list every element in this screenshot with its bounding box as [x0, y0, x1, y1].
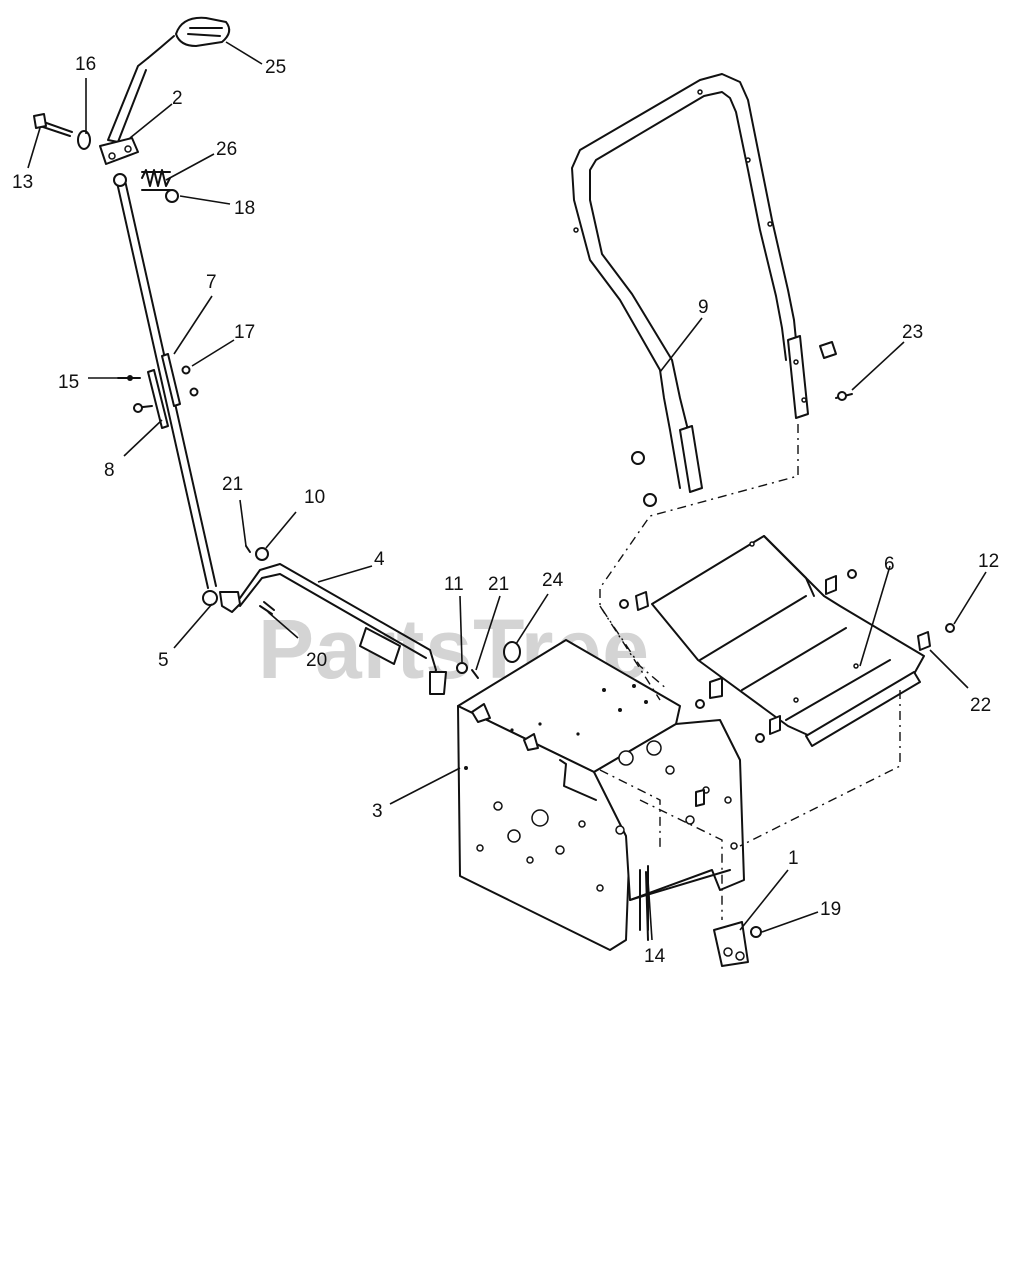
bushing-10-part [255, 547, 269, 561]
bracket-22-part [917, 631, 931, 651]
callout-12: 12 [978, 551, 999, 572]
grommet-24-part [503, 641, 521, 663]
bolt-23-part [819, 341, 853, 401]
callout-17: 17 [234, 322, 255, 343]
callout-5: 5 [158, 650, 169, 671]
callout-2: 2 [172, 88, 183, 109]
pin-20-part [259, 601, 275, 615]
callout-7: 7 [206, 272, 217, 293]
washer-11-part [456, 662, 468, 674]
rod-14-part [645, 871, 649, 941]
footrest-6-part [635, 535, 925, 747]
callout-4: 4 [374, 549, 385, 570]
callout-1: 1 [788, 848, 799, 869]
housing-frame-3-part [457, 639, 745, 951]
callout-25: 25 [265, 57, 286, 78]
callout-18: 18 [234, 198, 255, 219]
callout-8: 8 [104, 460, 115, 481]
plate-7-part [161, 353, 181, 407]
callout-22: 22 [970, 695, 991, 716]
bolt-19-part [750, 926, 762, 938]
callout-15: 15 [58, 372, 79, 393]
upper-handle-9-part [571, 73, 809, 493]
callout-16: 16 [75, 54, 96, 75]
callout-23: 23 [902, 322, 923, 343]
callout-21-upper: 21 [222, 474, 243, 495]
nut-18-part [165, 189, 179, 203]
callout-19: 19 [820, 899, 841, 920]
callout-9: 9 [698, 297, 709, 318]
callout-21-lower: 21 [488, 574, 509, 595]
callout-20: 20 [306, 650, 327, 671]
nut-17-part [181, 365, 199, 397]
bolt-6-part [619, 569, 857, 743]
pivot-5-part [202, 590, 218, 606]
callout-3: 3 [372, 801, 383, 822]
callout-10: 10 [304, 487, 325, 508]
callout-26: 26 [216, 139, 237, 160]
spring-26-part [141, 169, 171, 191]
handle-grip-part [147, 16, 231, 59]
shift-arm-4-part [219, 563, 447, 695]
washer-16-part [77, 130, 91, 150]
callout-13: 13 [12, 172, 33, 193]
callout-11: 11 [444, 574, 464, 595]
shift-rod-part [113, 173, 217, 589]
cotter-21b-part [471, 669, 479, 679]
bracket-1-part [713, 921, 749, 967]
assembly-lines [599, 424, 901, 920]
leader-lines [27, 41, 987, 941]
bolt-12-part [945, 623, 955, 633]
callout-6: 6 [884, 554, 895, 575]
nut-9-part [631, 451, 657, 507]
shift-lever-part [99, 57, 149, 165]
callout-labels: 16 2 13 26 18 25 7 17 15 8 21 10 4 5 20 … [12, 54, 999, 967]
callout-24: 24 [542, 570, 564, 591]
callout-14: 14 [644, 946, 666, 967]
bolt-8b-part [133, 403, 153, 413]
cotter-21a-part [245, 545, 251, 553]
plate-8-part [147, 369, 169, 429]
bolt-13-part [33, 113, 73, 137]
